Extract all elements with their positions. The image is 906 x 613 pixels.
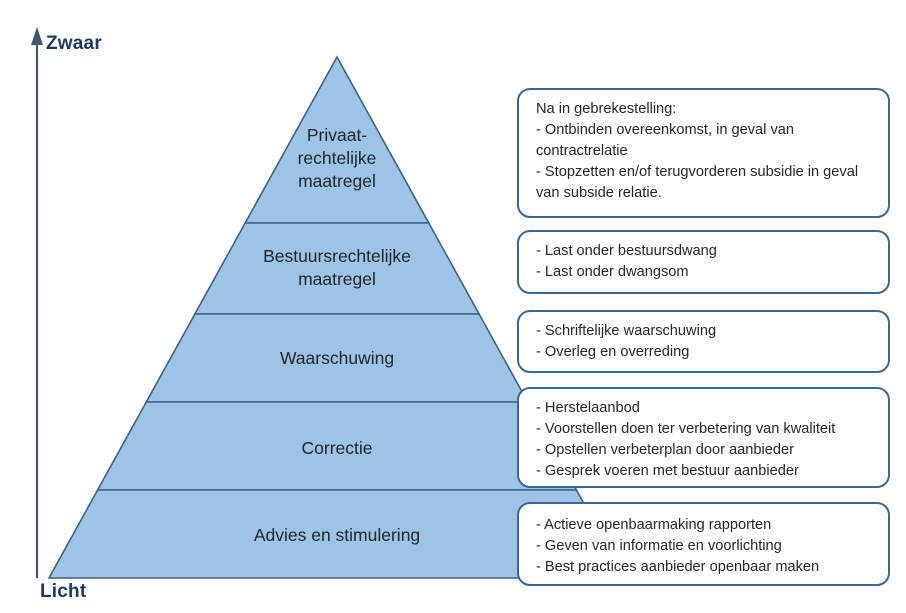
axis-label-zwaar: Zwaar	[46, 33, 102, 54]
axis-label-licht: Licht	[40, 581, 87, 602]
callout-line: - Herstelaanbod	[536, 400, 640, 416]
callout-box-correctie: - Herstelaanbod - Voorstellen doen ter v…	[517, 387, 890, 488]
axis-arrow-up-icon	[31, 27, 43, 45]
pyramid-level-1-label: Privaat- rechtelijke maatregel	[237, 124, 437, 193]
callout-line: - Ontbinden overeenkomst, in geval van c…	[536, 122, 794, 159]
callout-line: - Stopzetten en/of terugvorderen subsidi…	[536, 164, 859, 201]
callout-line: Na in gebrekestelling:	[536, 101, 677, 117]
callout-line: - Actieve openbaarmaking rapporten	[536, 517, 772, 533]
callout-line: - Overleg en overreding	[536, 344, 690, 360]
callout-line: - Best practices aanbieder openbaar make…	[536, 559, 820, 575]
label-line: maatregel	[298, 269, 376, 289]
label-line: rechtelijke	[297, 148, 377, 168]
label-line: Bestuursrechtelijke	[263, 246, 411, 266]
label-line: maatregel	[298, 171, 376, 191]
callout-line: - Schriftelijke waarschuwing	[536, 323, 717, 339]
callout-line: - Geven van informatie en voorlichting	[536, 538, 782, 554]
callout-line: - Voorstellen doen ter verbetering van k…	[536, 421, 836, 437]
callout-line: - Last onder bestuursdwang	[536, 243, 717, 259]
callout-line: - Gesprek voeren met bestuur aanbieder	[536, 463, 799, 479]
callout-box-waarschuwing: - Schriftelijke waarschuwing - Overleg e…	[517, 310, 890, 373]
callout-line: - Opstellen verbeterplan door aanbieder	[536, 442, 794, 458]
pyramid-level-5-label: Advies en stimulering	[253, 525, 421, 545]
pyramid-level-3-label: Waarschuwing	[279, 348, 395, 368]
callout-line: - Last onder dwangsom	[536, 264, 689, 280]
callout-box-privaatrechtelijke-maatregel: Na in gebrekestelling: - Ontbinden overe…	[517, 88, 890, 218]
callout-box-advies-en-stimulering: - Actieve openbaarmaking rapporten - Gev…	[517, 502, 890, 586]
pyramid-level-4-label: Correctie	[301, 438, 373, 458]
callout-box-bestuursrechtelijke-maatregel: - Last onder bestuursdwang - Last onder …	[517, 230, 890, 294]
pyramid-level-2-label: Bestuursrechtelijke maatregel	[212, 245, 462, 291]
label-line: Privaat-	[306, 125, 368, 145]
